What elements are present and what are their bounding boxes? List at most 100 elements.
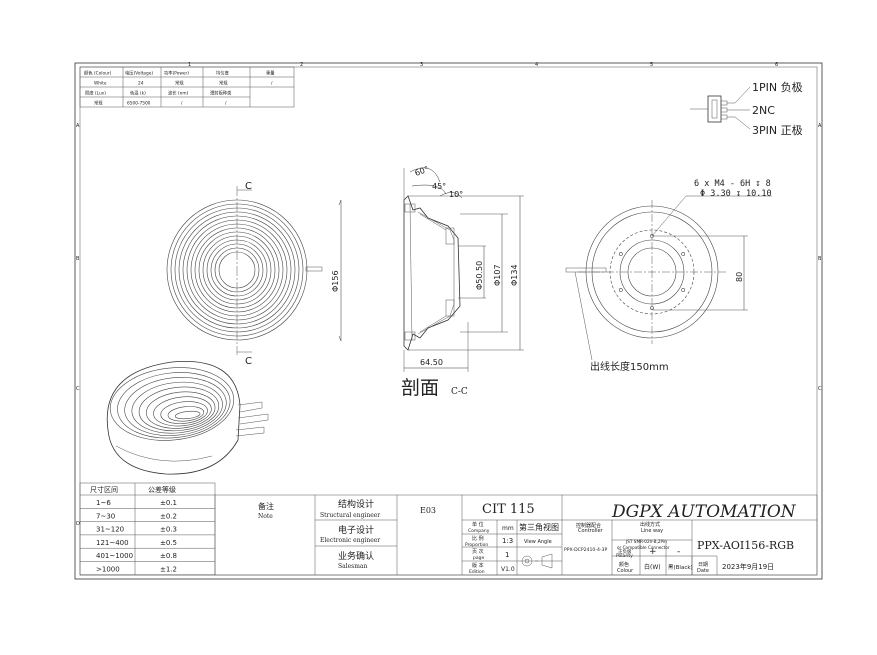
section-dim-mid: Φ107 — [493, 264, 502, 286]
iso-ring — [174, 410, 201, 420]
salesman-cn: 业务确认 — [338, 550, 374, 562]
row-label-b-right: B — [818, 256, 822, 262]
col-label-1: 1 — [188, 62, 191, 68]
pin2-label: 2NC — [752, 104, 775, 117]
inner-frame — [79, 66, 818, 576]
iso-ring — [117, 372, 231, 439]
scale-label-en: Proportion — [465, 542, 488, 548]
mounting-hole — [681, 288, 686, 292]
iso-ring — [160, 401, 208, 424]
salesman-en: Salesman — [338, 563, 368, 570]
spec-header-uniformity: 均匀度 — [216, 70, 230, 77]
spec-value-weight: / — [271, 81, 273, 87]
title-block: 备注 Note 结构设计 Structural engineer 电子设计 El… — [214, 494, 818, 576]
colour-black: 黑(Black) — [668, 564, 693, 571]
colour-label-cn: 颜色 — [619, 561, 629, 568]
tolerance-range: 121~400 — [96, 539, 129, 547]
drawing-code: E03 — [420, 506, 436, 515]
row-label-d: D — [76, 521, 80, 527]
line-way-value-1: JST SMR-02V-B,2Pin — [625, 539, 667, 544]
view-angle-label: View Angle — [524, 539, 552, 545]
unit-label-cn: 单 位 — [472, 521, 484, 528]
spec-value-power: 常规 — [175, 80, 184, 87]
back-view-mounting-holes — [618, 234, 686, 310]
controller-label-cn: 控制器配合 — [576, 522, 601, 529]
tolerance-grade: ±0.1 — [160, 499, 177, 507]
polarity-plus: + — [649, 547, 657, 557]
row-label-a: A — [76, 123, 80, 129]
section-mark-bottom: C — [245, 356, 252, 367]
polarity-minus: - — [677, 547, 680, 557]
pin1-label: 1PIN 负极 — [752, 80, 803, 94]
section-width-dim: 64.50 — [420, 358, 443, 367]
cable-length-note: 出线长度150mm — [590, 360, 669, 373]
electronic-engineer-cn: 电子设计 — [338, 524, 374, 536]
part-number: PPX-AOI156-RGB — [697, 539, 794, 552]
tolerance-range: 7~30 — [96, 512, 115, 520]
section-view: Φ50.50 Φ107 Φ134 60° 45° 10° 64.50 剖面 C-… — [401, 165, 524, 399]
spec-header-colour: 颜色 (Colour) — [84, 70, 112, 77]
tolerance-header-grade: 公差等级 — [148, 485, 176, 494]
iso-ring — [138, 386, 220, 432]
front-view: C C Φ156 — [166, 181, 342, 367]
iso-view-rings — [109, 367, 235, 441]
col-label-5: 5 — [650, 62, 653, 68]
angle-10-label: 10° — [449, 190, 463, 199]
iso-ring — [146, 391, 216, 429]
spec-value-wavelength: / — [181, 101, 183, 107]
projection-symbol-icon — [521, 553, 553, 569]
section-title: 剖面 — [401, 377, 439, 399]
date-label-en: Date — [697, 568, 709, 574]
colour-white: 白(W) — [644, 563, 661, 571]
front-diameter-dim: Φ156 — [331, 270, 340, 292]
page-label-cn: 页 次 — [472, 548, 484, 555]
tolerance-header-range: 尺寸区间 — [90, 485, 118, 494]
tolerance-grade: ±1.2 — [160, 566, 177, 574]
spec-value-uniformity: 常规 — [219, 80, 228, 87]
spec-header-power: 功率(Power) — [164, 70, 189, 77]
sheet-frame — [74, 62, 823, 580]
line-way-label-cn: 出线方式 — [640, 521, 660, 528]
spec-header-lux: 照度 (Lux) — [85, 90, 106, 97]
tolerance-table: 尺寸区间 公差等级 1~6±0.17~30±0.231~120±0.3121~4… — [79, 482, 216, 576]
tolerance-range: 1~6 — [96, 499, 111, 507]
note-label-cn: 备注 — [258, 501, 274, 511]
isometric-view — [106, 360, 269, 475]
third-angle-label: 第三角视图 — [519, 522, 559, 532]
col-label-6: 6 — [775, 62, 778, 68]
line-way-value-2: or Compatible Connector — [617, 545, 670, 550]
iso-ring — [109, 367, 235, 441]
col-label-4: 4 — [535, 62, 538, 68]
tolerance-range: 401~1000 — [96, 552, 133, 560]
section-dim-outer: Φ134 — [510, 264, 519, 286]
spec-header-weight: 重量 — [266, 70, 275, 77]
spec-header-voltage: 电压(Voltage) — [125, 70, 153, 77]
spec-value-colour: White — [94, 81, 107, 87]
spec-table: 颜色 (Colour) 电压(Voltage) 功率(Power) 均匀度 重量… — [79, 66, 295, 108]
spec-header-diffuser: 漫射板种类 — [210, 90, 232, 97]
row-label-a-right: A — [818, 123, 822, 129]
tolerance-range: 31~120 — [96, 526, 124, 534]
row-label-c-right: C — [818, 386, 822, 392]
electronic-engineer-en: Electronic engineer — [320, 537, 380, 544]
row-label-c: C — [76, 386, 80, 392]
back-dim-80: 80 — [735, 272, 744, 282]
tolerance-range: >1000 — [96, 566, 120, 574]
pin3-label: 3PIN 正极 — [752, 123, 803, 137]
polarity-label-cn: 正负极 — [618, 548, 632, 555]
scale-label-cn: 比 例 — [472, 535, 484, 542]
section-mark-top: C — [245, 181, 252, 192]
iso-ring — [124, 377, 227, 436]
unit-value: mm — [502, 525, 514, 532]
tolerance-grade: ±0.2 — [160, 512, 177, 520]
hole-callout-drill: Φ 3.30 ↧ 10.10 — [700, 189, 772, 199]
note-label-en: Note — [258, 513, 273, 520]
angle-60-label: 60° — [414, 165, 430, 178]
section-title-suffix: C-C — [451, 387, 468, 397]
spec-header-wavelength: 波长 (nm) — [168, 90, 189, 97]
page-label-en: page — [473, 556, 484, 561]
mounting-hole — [618, 252, 623, 256]
spec-value-cct: 6500-7500 — [127, 101, 151, 107]
controller-value: PPX-DCP2410-4-3P — [564, 547, 607, 553]
border-column-labels: 1 2 3 4 5 6 — [188, 62, 778, 68]
